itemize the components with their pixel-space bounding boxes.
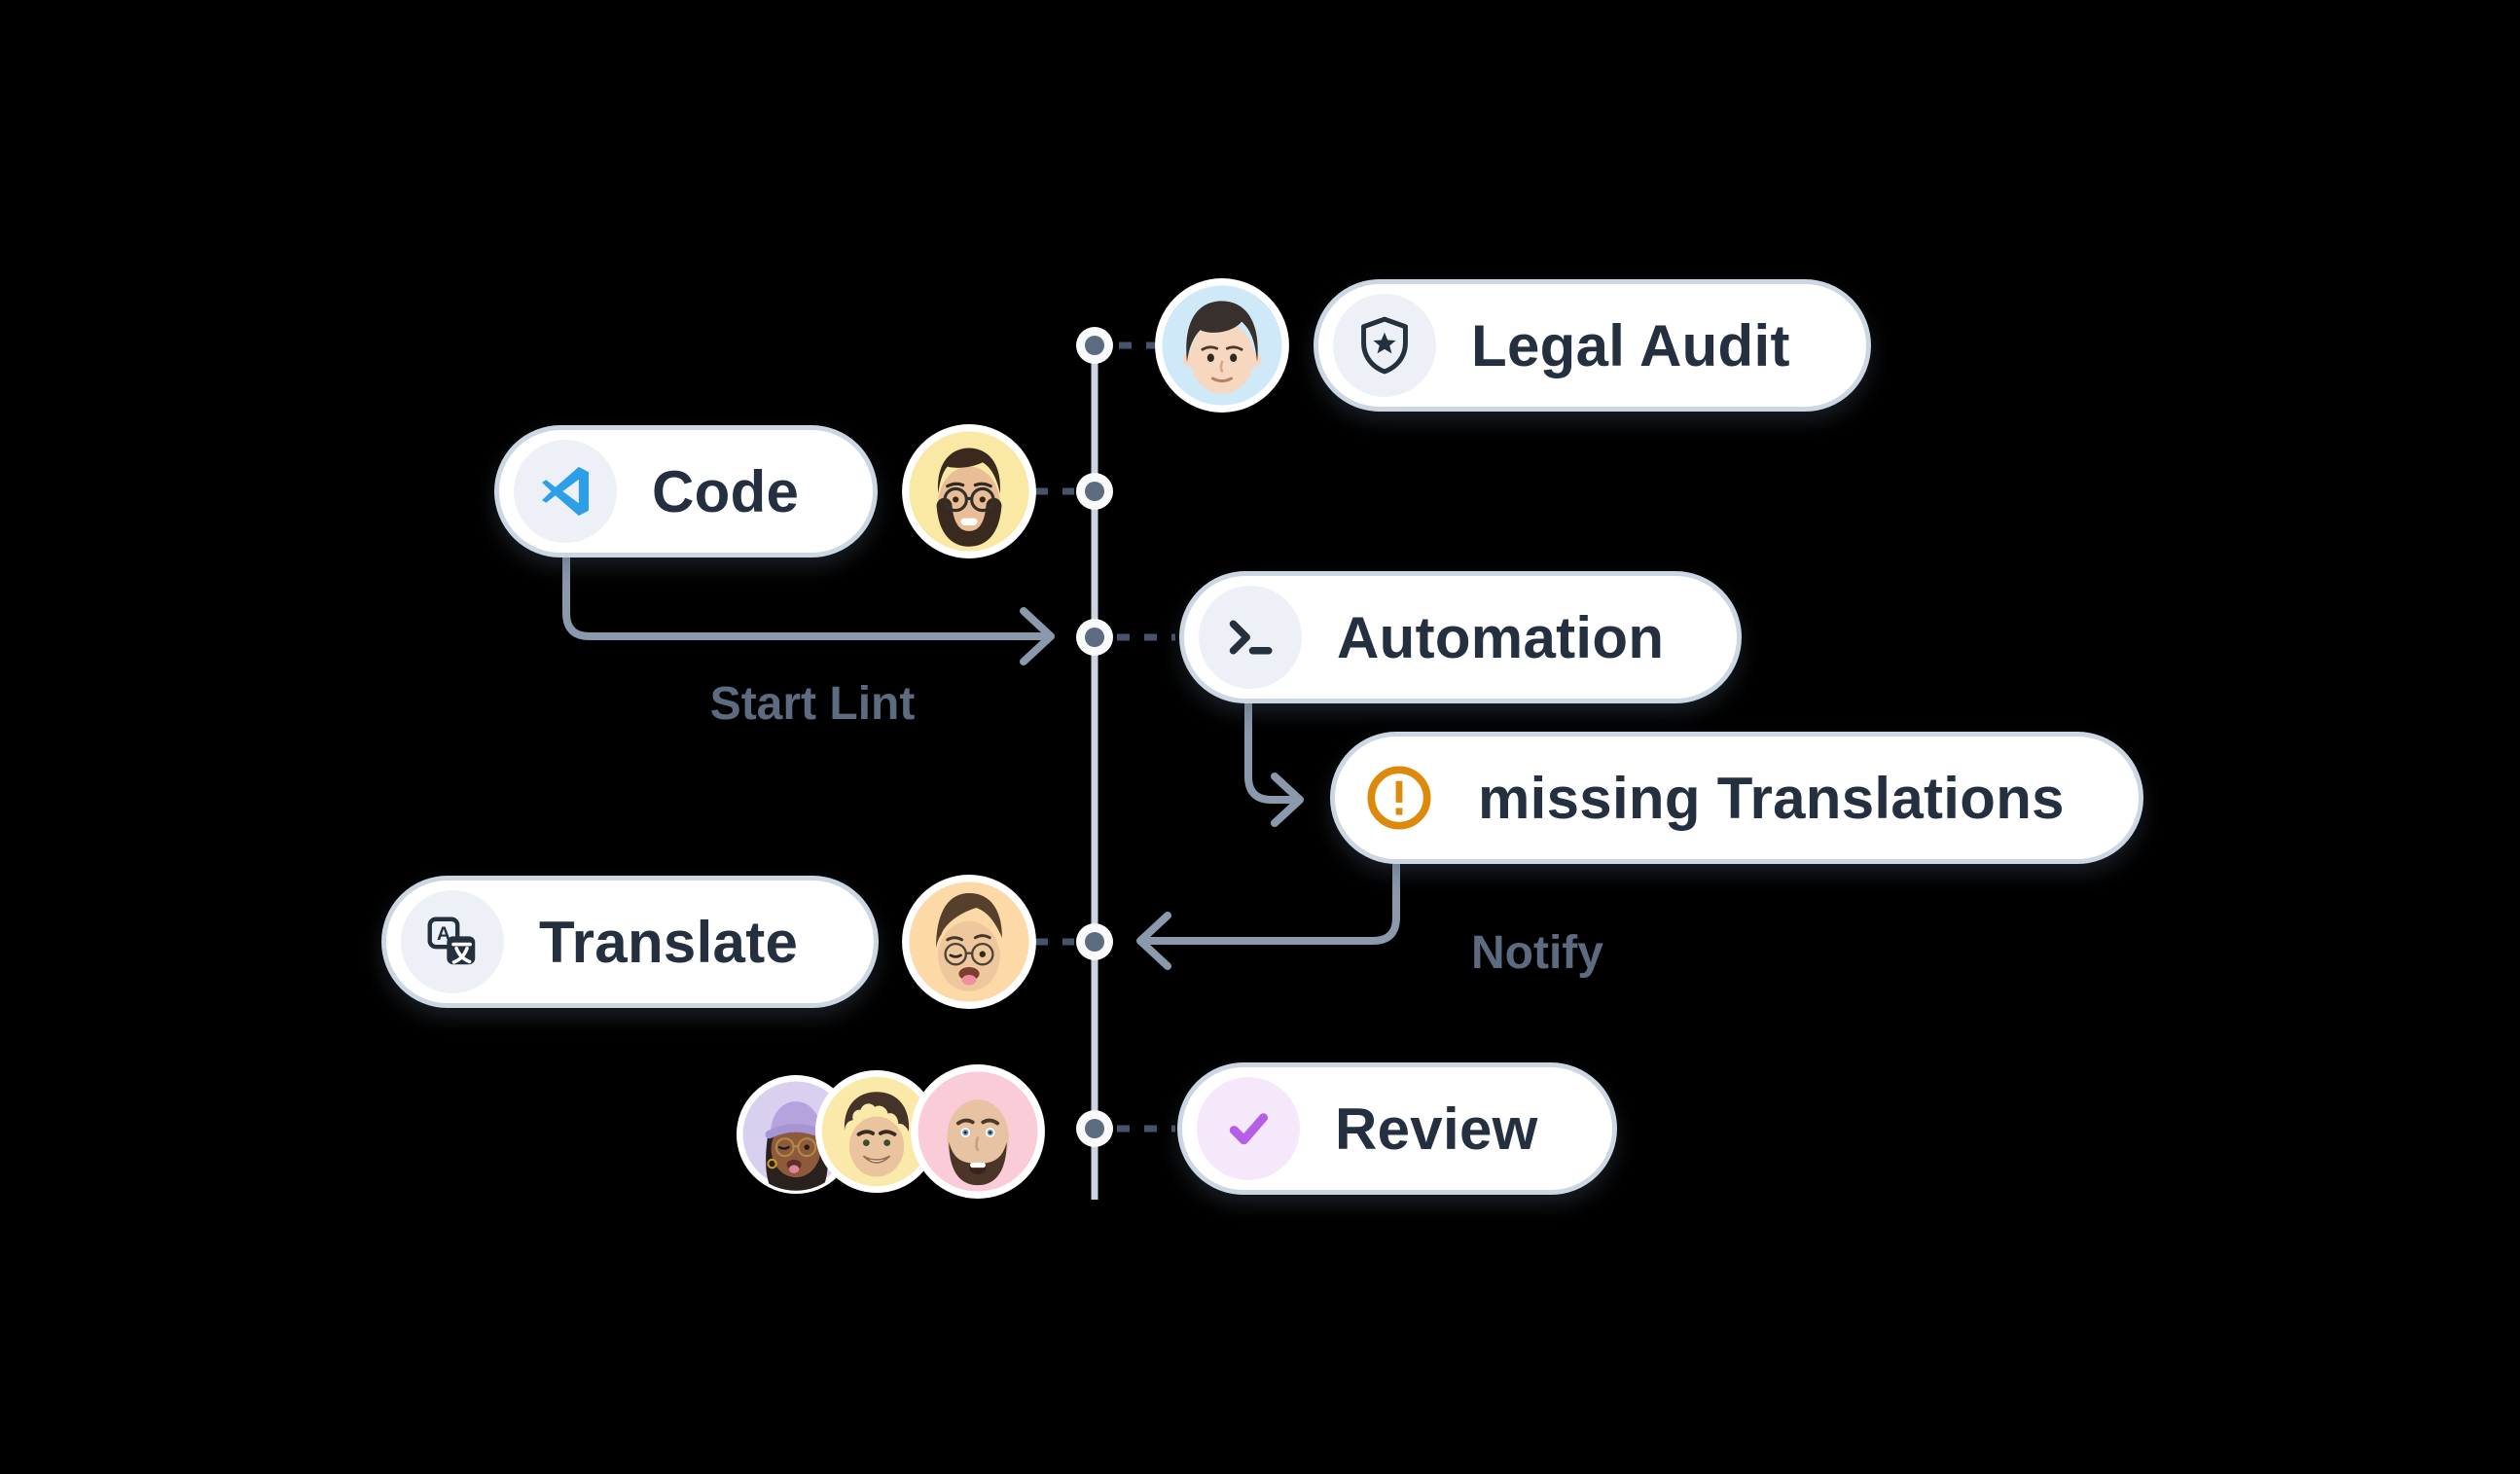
timeline-dot bbox=[1076, 619, 1113, 656]
node-label: Legal Audit bbox=[1471, 312, 1790, 378]
node-label: Code bbox=[652, 458, 800, 524]
edge-label-notify: Notify bbox=[1471, 927, 1603, 979]
node-label: Translate bbox=[539, 909, 799, 975]
timeline-dots bbox=[1076, 327, 1113, 1147]
warning-icon bbox=[1363, 762, 1435, 834]
node-code[interactable]: Code bbox=[494, 425, 878, 557]
node-translate[interactable]: A Translate bbox=[381, 876, 879, 1008]
edge-automation-warning-arrowhead bbox=[1271, 773, 1304, 827]
edge-label-start-lint: Start Lint bbox=[709, 678, 916, 730]
node-automation[interactable]: Automation bbox=[1179, 571, 1742, 703]
edge-notify bbox=[1138, 861, 1400, 945]
node-legal-audit[interactable]: Legal Audit bbox=[1314, 279, 1871, 412]
node-review[interactable]: Review bbox=[1177, 1062, 1617, 1195]
translate-icon: A bbox=[401, 890, 504, 993]
edge-automation-warning bbox=[1244, 701, 1302, 804]
node-label: Review bbox=[1335, 1096, 1538, 1162]
edge-start-lint bbox=[562, 555, 1053, 640]
node-label: Automation bbox=[1337, 604, 1665, 670]
timeline-dot bbox=[1076, 473, 1113, 510]
terminal-icon bbox=[1199, 586, 1302, 689]
edge-start-lint-arrowhead bbox=[1020, 607, 1055, 665]
svg-text:A: A bbox=[437, 923, 450, 945]
avatar-bald-bearded-man bbox=[910, 1063, 1046, 1200]
shield-star-icon bbox=[1333, 294, 1436, 397]
dashed-connectors bbox=[1035, 342, 1175, 1132]
node-missing-translations[interactable]: missing Translations bbox=[1330, 732, 2143, 864]
timeline-dot bbox=[1076, 923, 1113, 960]
node-label: missing Translations bbox=[1478, 765, 2065, 831]
avatar-boy bbox=[1154, 277, 1290, 413]
timeline-dot bbox=[1076, 1110, 1113, 1147]
edge-notify-arrowhead bbox=[1136, 912, 1171, 970]
vscode-icon bbox=[514, 440, 617, 543]
avatar-bearded-man-glasses bbox=[901, 423, 1037, 559]
timeline-dot bbox=[1076, 327, 1113, 364]
check-icon bbox=[1197, 1077, 1300, 1180]
avatar-winking-man bbox=[901, 874, 1037, 1010]
